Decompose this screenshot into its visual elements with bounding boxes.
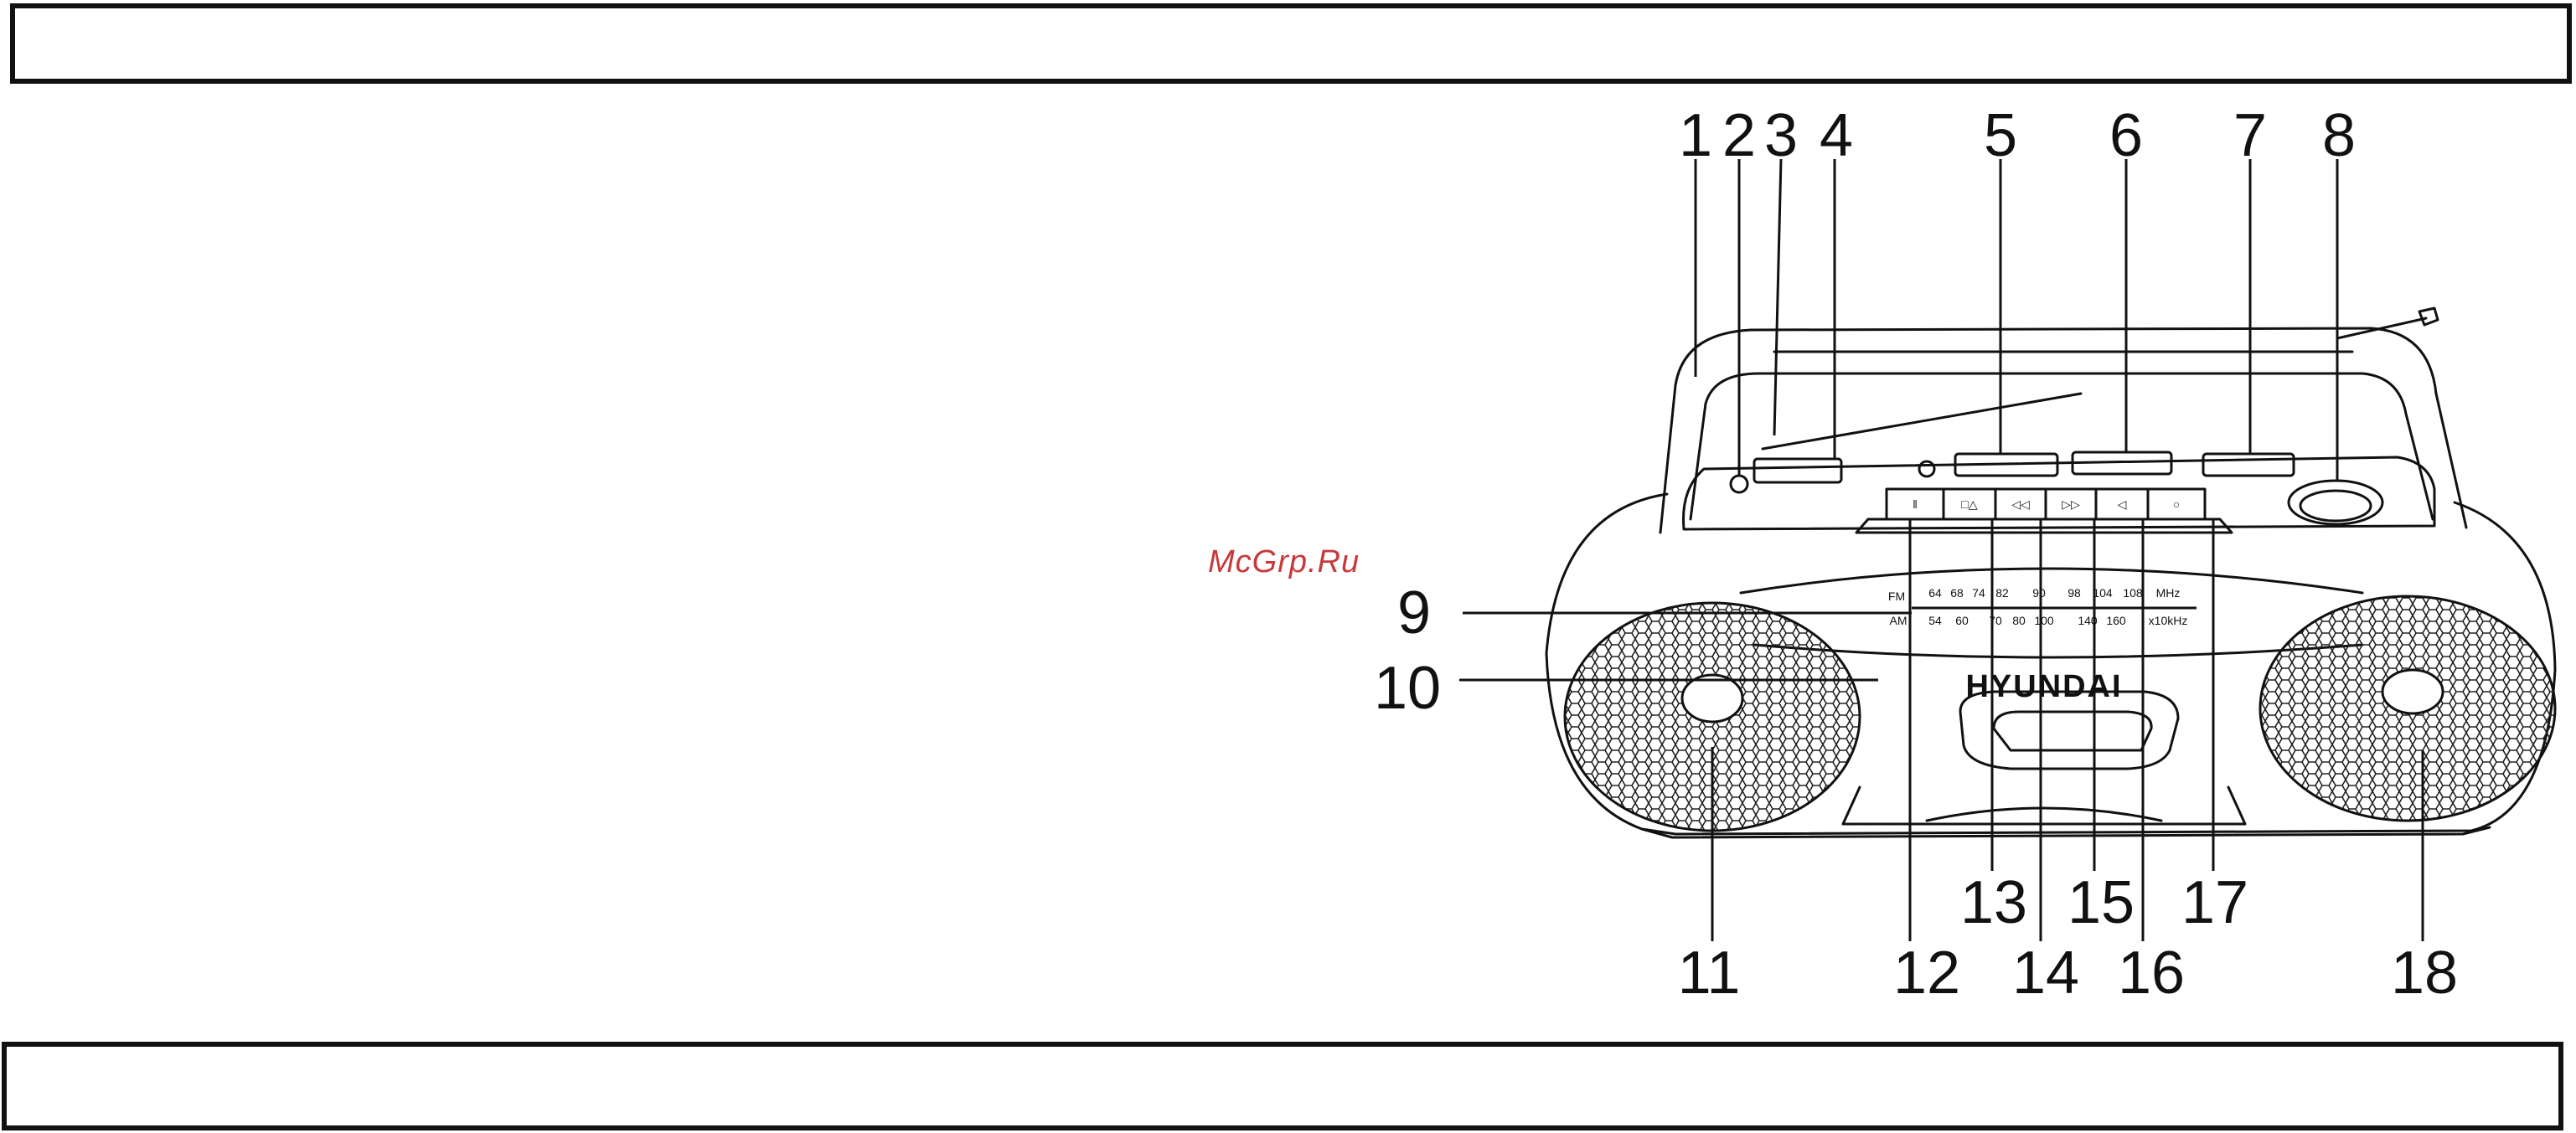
callout-14: 14 (2012, 940, 2079, 1007)
callout-3: 3 (1764, 102, 1798, 169)
body-upper-panel (1741, 569, 2362, 593)
callout-18: 18 (2391, 940, 2458, 1007)
callout-4: 4 (1820, 102, 1853, 169)
record-glyph: ○ (2173, 497, 2180, 511)
fm-tick: 64 (1928, 586, 1942, 600)
fm-tick: 104 (2093, 586, 2113, 600)
callout-15: 15 (2068, 869, 2135, 936)
left-speaker-cone (1682, 675, 1742, 722)
fm-tick: 90 (2032, 586, 2046, 600)
pause-glyph: ‖ (1913, 497, 1918, 511)
cassette-window-inner (1994, 712, 2151, 750)
base-stand (1843, 787, 2245, 824)
callout-10: 10 (1374, 655, 1441, 722)
am-tick: 60 (1955, 614, 1969, 627)
play-glyph: ◁ (2118, 497, 2127, 511)
callout-5: 5 (1984, 102, 2017, 169)
fm-tick: 74 (1972, 586, 1985, 600)
am-tick: 160 (2106, 614, 2126, 627)
am-tick: 80 (2012, 614, 2026, 627)
slider-function (1754, 459, 1841, 482)
leader-line-3 (1774, 159, 1781, 435)
right-speaker-cone (2382, 670, 2443, 713)
rewind-glyph: ◁◁ (2011, 497, 2030, 511)
slider-volume (2203, 454, 2294, 476)
fm-unit-label: MHz (2156, 586, 2181, 600)
callout-11: 11 (1678, 940, 1741, 1007)
fast-forward-glyph: ▷▷ (2062, 497, 2080, 511)
indicator-led (1731, 476, 1747, 492)
callout-8: 8 (2322, 102, 2356, 169)
fm-band-label: FM (1888, 590, 1905, 603)
base-stand-inner (1927, 808, 2161, 821)
tuning-knob (2289, 481, 2382, 524)
am-unit-label: x10kHz (2149, 614, 2188, 627)
brand-logo-text: HYUNDAI (1965, 669, 2122, 704)
callout-6: 6 (2109, 102, 2143, 169)
antenna-tip (2419, 308, 2438, 325)
am-band-label: AM (1890, 614, 1907, 627)
fm-tick: 82 (1995, 586, 2009, 600)
callout-12: 12 (1893, 940, 1960, 1007)
callout-13: 13 (1960, 869, 2027, 936)
fm-tick: 68 (1950, 586, 1964, 600)
callout-9: 9 (1397, 579, 1431, 646)
callout-1: 1 (1679, 102, 1712, 169)
callout-7: 7 (2233, 102, 2267, 169)
tuning-knob-inner (2300, 491, 2371, 521)
fm-tick: 98 (2068, 586, 2081, 600)
deck-dot (1919, 461, 1934, 476)
callout-2: 2 (1722, 102, 1756, 169)
stop-eject-glyph: □△ (1961, 497, 1977, 511)
am-tick: 100 (2034, 614, 2054, 627)
cassette-door-edge (1763, 394, 2081, 449)
fm-tick: 108 (2123, 586, 2143, 600)
am-tick: 54 (1928, 614, 1942, 627)
callout-16: 16 (2118, 940, 2185, 1007)
callout-17: 17 (2181, 869, 2248, 936)
body-lower-panel (1754, 645, 2362, 657)
